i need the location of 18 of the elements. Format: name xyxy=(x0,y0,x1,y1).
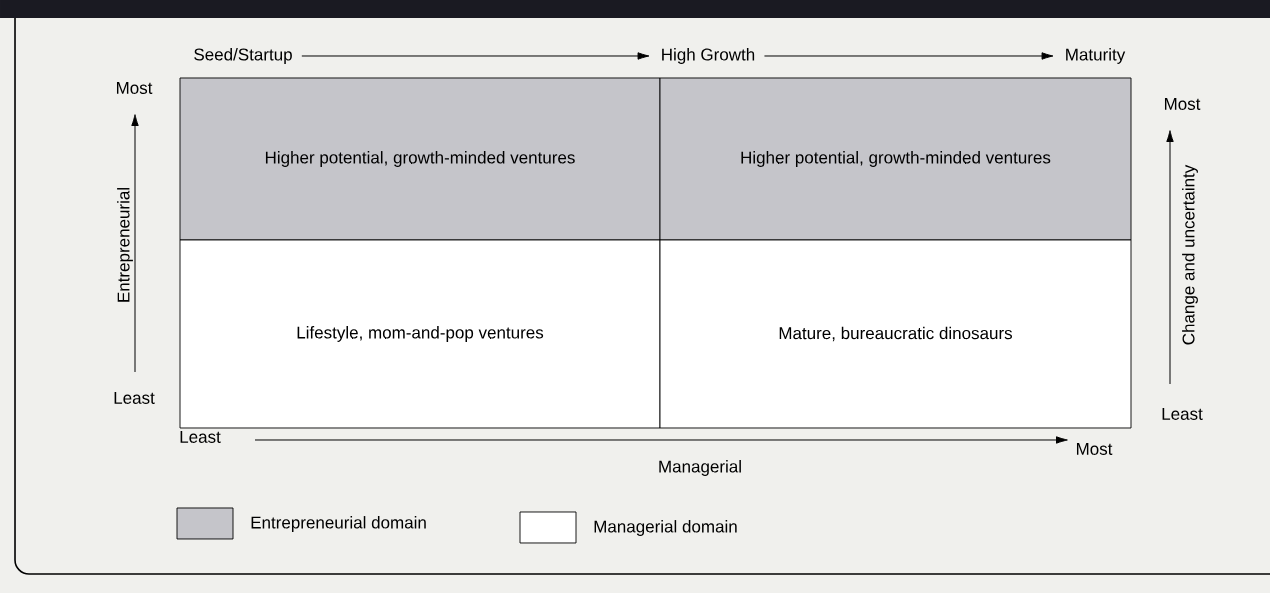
quadrant-cell: Higher potential, growth-minded ventures xyxy=(179,77,661,241)
quadrant-cell: Mature, bureaucratic dinosaurs xyxy=(659,239,1132,429)
axis-title: Entrepreneurial xyxy=(117,188,133,302)
axis-end-label: Most xyxy=(117,82,153,94)
stage-label: Seed/Startup xyxy=(194,48,292,64)
legend-label: Entrepreneurial domain xyxy=(251,516,426,532)
quadrant-cell: Higher potential, growth-minded ventures xyxy=(659,77,1132,241)
quadrant-cell: Lifestyle, mom-and-pop ventures xyxy=(179,239,661,429)
axis-title: Change and uncertainty xyxy=(1182,164,1198,345)
axis-end-label: Least xyxy=(1162,408,1203,420)
legend-label: Managerial domain xyxy=(594,520,737,536)
axis-end-label: Most xyxy=(1165,98,1201,110)
stage-label: Maturity xyxy=(1066,48,1126,64)
arrow xyxy=(301,52,650,60)
arrow xyxy=(763,52,1054,60)
axis-end-label: Least xyxy=(114,392,155,404)
stage-label: High Growth xyxy=(662,48,755,64)
axis-title: Managerial xyxy=(659,460,741,476)
